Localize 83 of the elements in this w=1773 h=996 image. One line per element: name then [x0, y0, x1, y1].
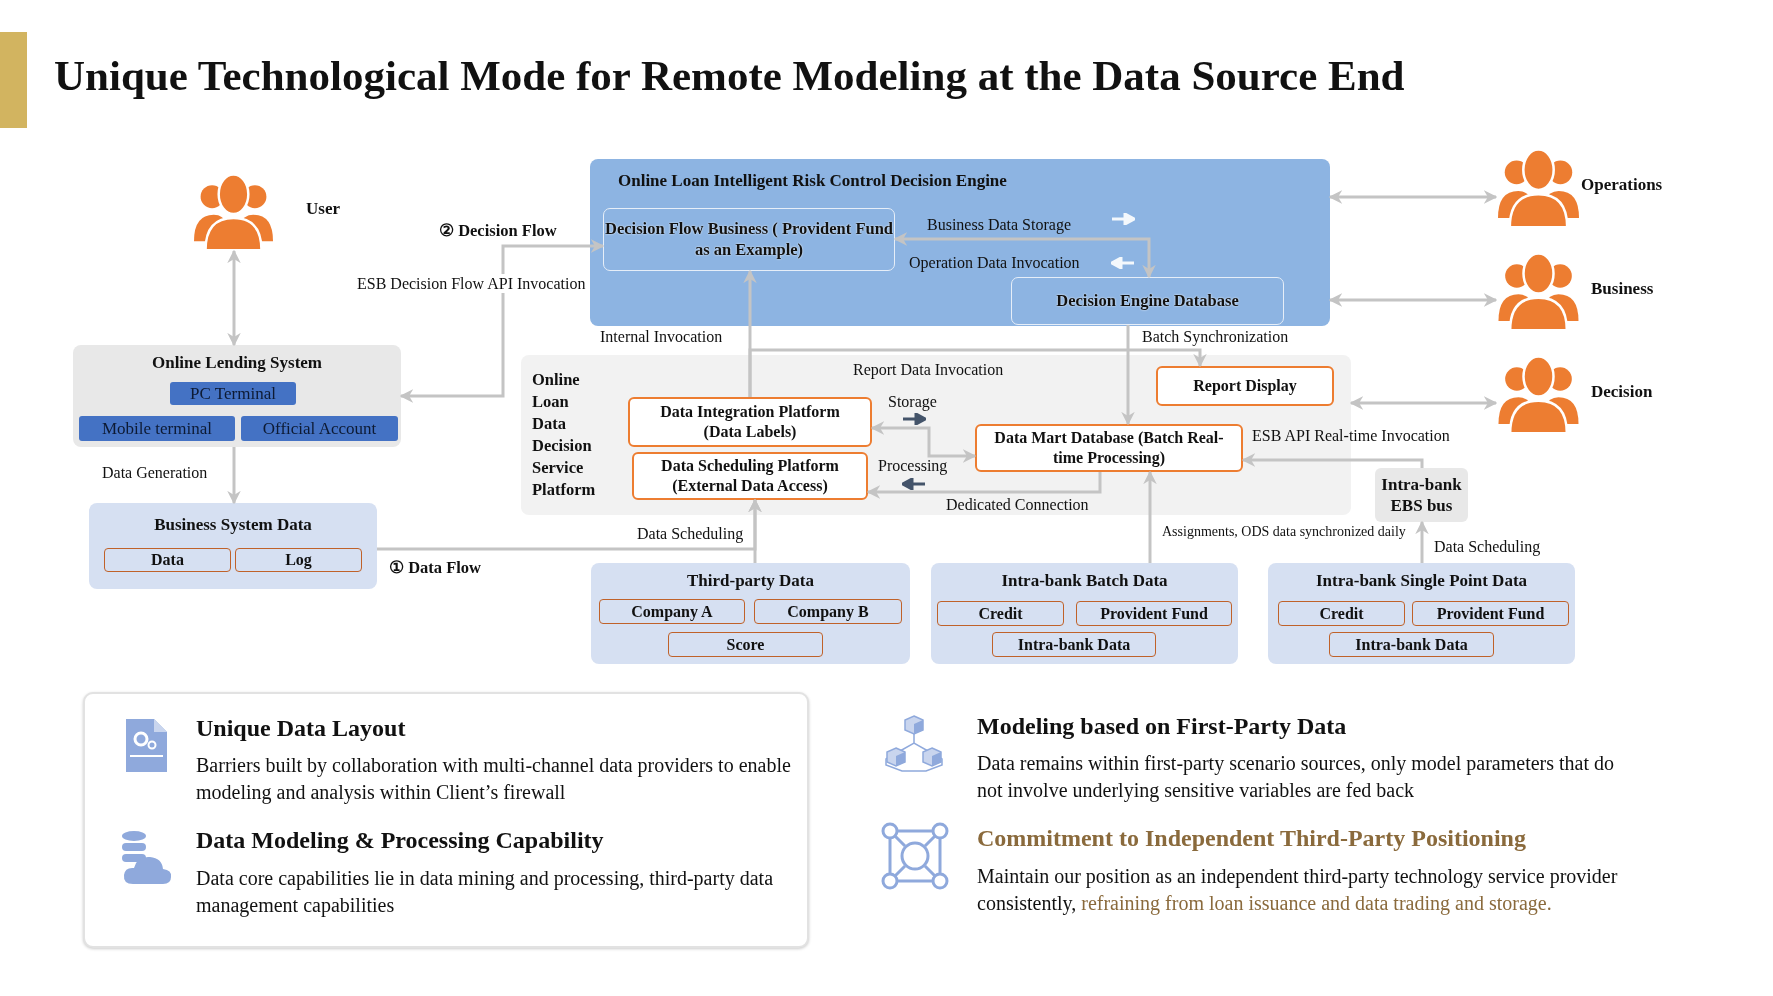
connector-arrow — [1241, 453, 1424, 468]
connector-arrow — [748, 498, 762, 563]
card-text: Data remains within first-party scenario sources, only model parameters that do not involve underlying sensitive variables are fed back — [977, 751, 1616, 804]
data-source-panel — [591, 563, 910, 664]
connector-arrow — [227, 447, 241, 505]
data-tag: Score — [668, 632, 823, 657]
data-tag: Intra-bank Data — [992, 632, 1156, 657]
bus-box: Intra-bank EBS bus — [1375, 468, 1468, 522]
edge-label: Batch Synchronization — [1141, 327, 1290, 347]
data-tag: Log — [235, 548, 362, 572]
flow-label: ② Decision Flow — [439, 221, 557, 241]
data-tag: Company A — [599, 599, 745, 624]
page-title: Unique Technological Mode for Remote Modeling at the Data Source End — [54, 51, 1405, 101]
panel-heading: Online Loan Intelligent Risk Control Decision Engine — [618, 171, 1007, 192]
people-icon — [1496, 251, 1581, 331]
card-text: Barriers built by collaboration with multi-channel data providers to enable modeling and analysis within Client’s firewall — [196, 753, 792, 806]
person-label: Decision — [1591, 382, 1653, 403]
platform-box: Data Scheduling Platform (External Data Access) — [632, 452, 868, 500]
data-tag: Provident Fund — [1076, 601, 1232, 626]
connector-arrow — [870, 421, 977, 463]
card-heading: Data Modeling & Processing Capability — [196, 826, 604, 855]
terminal-tag: PC Terminal — [170, 382, 296, 405]
data-tag: Data — [104, 548, 231, 572]
edge-label: Assignments, ODS data synchronized daily — [1161, 524, 1407, 541]
person-label: User — [306, 199, 340, 220]
connector-arrow — [1328, 190, 1498, 204]
people-icon — [1496, 147, 1581, 228]
process-box: Decision Engine Database — [1011, 277, 1284, 325]
connector-arrow — [1328, 293, 1498, 307]
data-tag: Credit — [1278, 601, 1405, 626]
card-heading: Commitment to Independent Third-Party Positioning — [977, 824, 1526, 853]
connector-arrow — [227, 249, 241, 347]
connector-arrow — [1121, 325, 1135, 426]
info-card — [83, 692, 809, 948]
edge-label: Data Generation — [101, 463, 209, 483]
process-box: Decision Flow Business ( Provident Fund as an Example) — [603, 208, 895, 271]
data-tag: Provident Fund — [1412, 601, 1569, 626]
card-text: Maintain our position as an independent third-party technology service provider consistently, refraining from loan issuance and data trading and storage. — [977, 864, 1619, 917]
platform-box: Data Mart Database (Batch Real-time Processing) — [975, 424, 1243, 472]
panel-heading: Intra-bank Batch Data — [1000, 571, 1169, 592]
data-source-panel — [931, 563, 1238, 664]
connector-arrow — [866, 472, 1102, 499]
edge-label: Data Scheduling — [1433, 537, 1542, 557]
panel-heading: Intra-bank Single Point Data — [1314, 571, 1529, 592]
data-tag: Credit — [937, 601, 1064, 626]
card-text: Data core capabilities lie in data mining and processing, third-party data management capabilities — [196, 866, 775, 919]
edge-label: Storage — [887, 392, 938, 412]
terminal-tag: Mobile terminal — [79, 416, 235, 441]
flow-label: Processing — [878, 456, 948, 476]
edge-label: Report Data Invocation — [852, 360, 1005, 380]
person-label: Business — [1591, 279, 1654, 300]
edge-label: ESB Decision Flow API Invocation — [355, 274, 588, 294]
connector-arrow — [1349, 396, 1498, 410]
connector-arrow — [893, 232, 1156, 279]
panel-heading: Online Lending System — [150, 353, 323, 374]
connector-arrow — [399, 239, 605, 403]
people-icon — [1496, 354, 1581, 434]
data-tag: Company B — [754, 599, 902, 624]
person-label: Operations — [1581, 175, 1663, 196]
system-panel — [73, 345, 401, 447]
data-tag: Intra-bank Data — [1329, 632, 1494, 657]
data-source-panel — [89, 503, 377, 589]
people-icon — [192, 172, 275, 251]
panel-heading: Third-party Data — [686, 571, 815, 592]
panel-heading: Business System Data — [153, 515, 313, 536]
edge-label: Internal Invocation — [599, 327, 724, 347]
terminal-tag: Official Account — [241, 416, 398, 441]
connector-arrow — [1415, 520, 1429, 563]
connector-arrow — [748, 348, 1207, 397]
card-heading: Unique Data Layout — [196, 714, 406, 743]
edge-label: Business Data Storage — [926, 215, 1072, 235]
edge-label: ESB API Real-time Invocation — [1251, 426, 1451, 446]
card-heading: Modeling based on First-Party Data — [977, 712, 1347, 741]
data-source-panel — [1268, 563, 1575, 664]
engine-panel — [590, 159, 1330, 326]
platform-box: Report Display — [1156, 366, 1334, 406]
platform-box: Data Integration Platform (Data Labels) — [628, 397, 872, 447]
flow-label: Operation Data Invocation — [909, 253, 1080, 273]
edge-label: Dedicated Connection — [945, 495, 1090, 515]
edge-label: Data Scheduling — [636, 524, 745, 544]
panel-heading: Online Loan Data Decision Service Platform — [532, 369, 597, 501]
flow-label: ① Data Flow — [389, 558, 481, 578]
connector-arrow — [1143, 470, 1157, 563]
